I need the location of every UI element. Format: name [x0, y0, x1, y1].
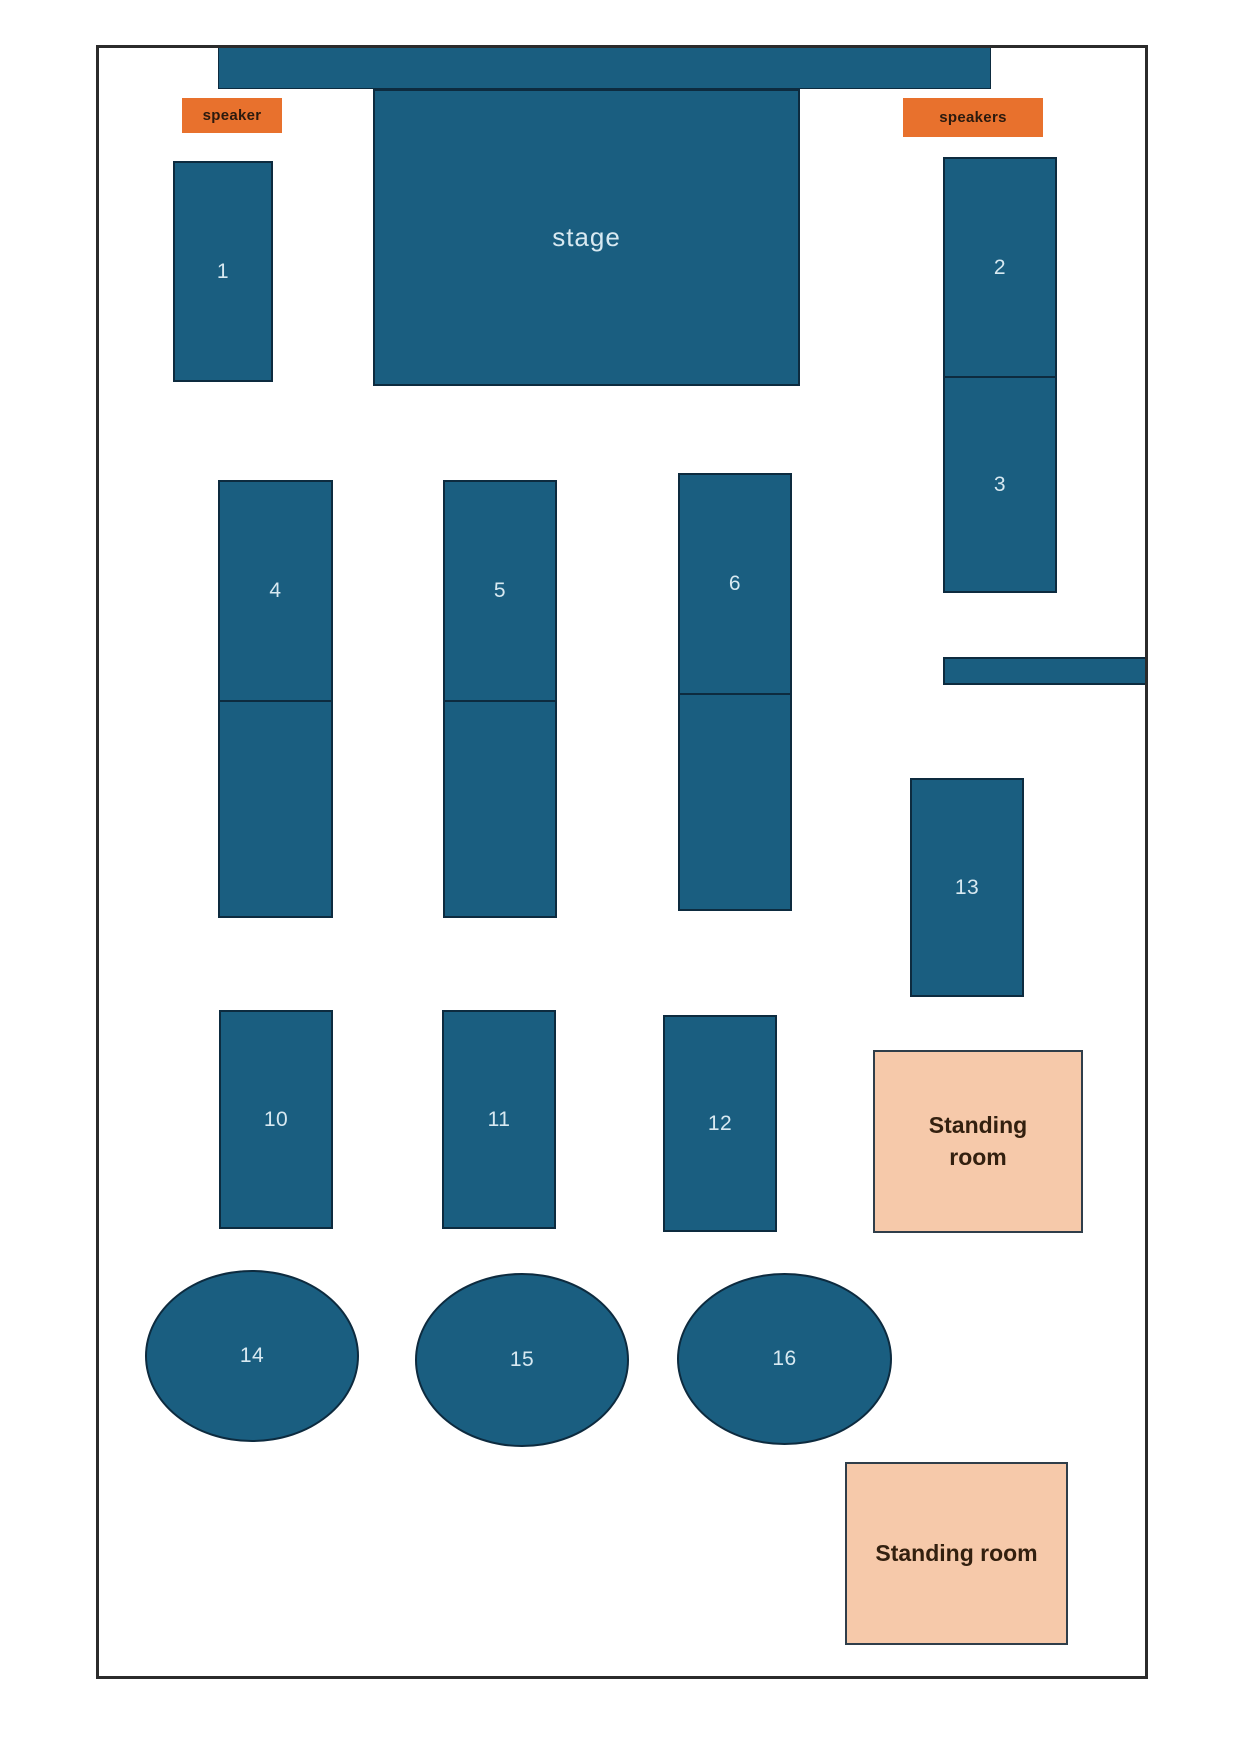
table-5-upper: 5: [445, 482, 555, 700]
table-15-label: 15: [509, 1348, 535, 1371]
table-1-label: 1: [216, 259, 230, 283]
table-2-3-group: 2 3: [943, 157, 1057, 593]
table-1: 1: [173, 161, 273, 382]
standing-room-lower: Standing room: [845, 1462, 1068, 1645]
table-12: 12: [663, 1015, 777, 1232]
table-6-lower: [680, 693, 790, 909]
standing-room-upper: Standing room: [873, 1050, 1083, 1233]
table-6-upper: 6: [680, 475, 790, 693]
table-14: 14: [145, 1270, 359, 1442]
table-2: 2: [945, 159, 1055, 376]
speaker-left-badge: speaker: [182, 98, 282, 133]
table-3: 3: [945, 376, 1055, 591]
speakers-right-label: speakers: [939, 109, 1007, 126]
table-13-label: 13: [954, 875, 980, 899]
table-5-label: 5: [493, 579, 507, 602]
table-13: 13: [910, 778, 1024, 997]
table-5: 5: [443, 480, 557, 918]
table-6: 6: [678, 473, 792, 911]
table-10: 10: [219, 1010, 333, 1229]
table-5-lower: [445, 700, 555, 916]
table-4-lower: [220, 700, 331, 916]
table-14-label: 14: [239, 1344, 265, 1367]
table-11: 11: [442, 1010, 556, 1229]
stage-back-wall-bar: [218, 45, 991, 89]
stage: stage: [373, 89, 800, 386]
table-16-label: 16: [772, 1347, 797, 1370]
table-12-label: 12: [707, 1111, 733, 1135]
table-10-label: 10: [263, 1107, 289, 1131]
table-16: 16: [677, 1273, 892, 1445]
table-11-label: 11: [487, 1107, 511, 1131]
table-2-label: 2: [993, 255, 1007, 279]
speaker-left-label: speaker: [202, 107, 262, 124]
table-4-upper: 4: [220, 482, 331, 700]
speakers-right-badge: speakers: [903, 98, 1043, 137]
standing-room-upper-label: Standing room: [928, 1112, 1028, 1170]
standing-room-lower-label: Standing room: [875, 1539, 1038, 1566]
right-wall-ledge: [943, 657, 1148, 685]
table-3-label: 3: [993, 472, 1007, 496]
table-6-label: 6: [728, 572, 742, 595]
table-15: 15: [415, 1273, 629, 1447]
stage-label: stage: [552, 222, 621, 252]
table-4: 4: [218, 480, 333, 918]
table-4-label: 4: [269, 579, 282, 602]
